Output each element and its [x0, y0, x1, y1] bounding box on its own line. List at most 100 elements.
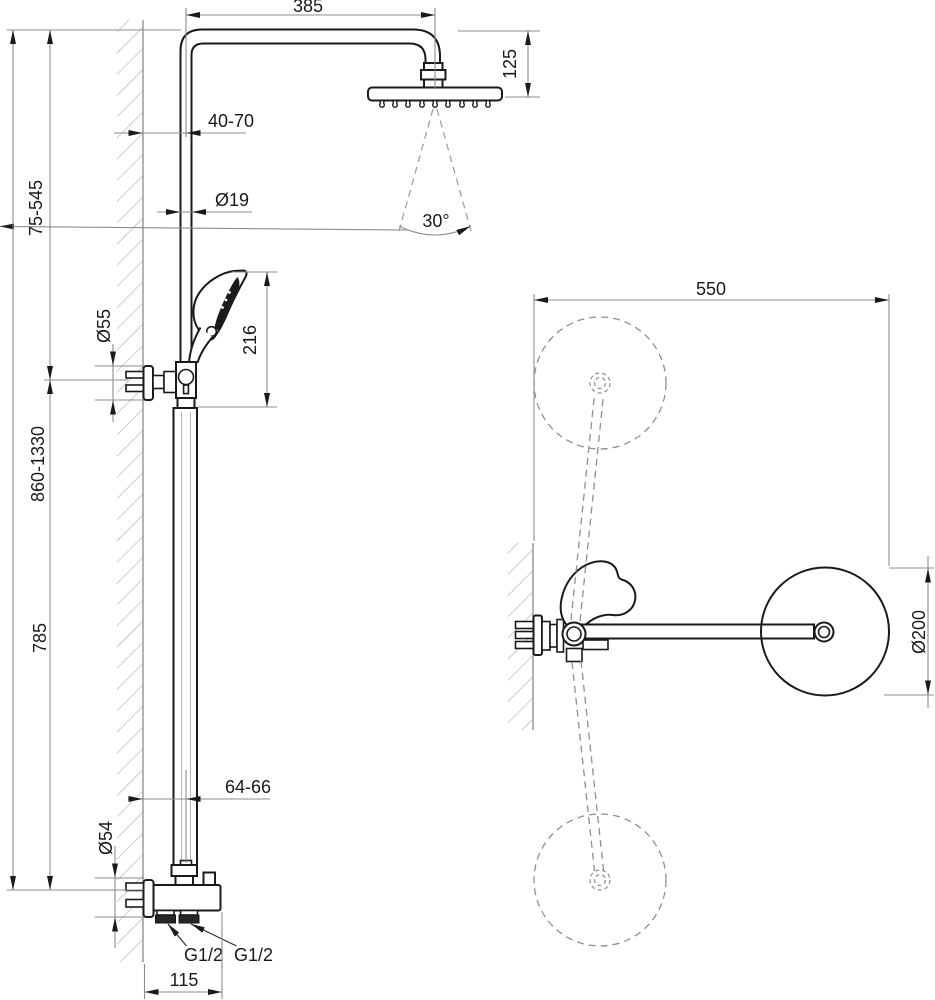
head-position-up-hub-inner: [593, 376, 607, 390]
head-position-up-hub-outer: [589, 372, 611, 394]
swivel-arm-dashed: [570, 393, 605, 872]
spray-face-dot: [224, 298, 228, 302]
dim-label-riser-upper: 75-545: [26, 180, 46, 236]
head-top-view: [760, 566, 890, 697]
dim-label-riser-lower: 785: [30, 623, 50, 653]
dim-label-pipe-diameter: Ø19: [215, 190, 249, 210]
dim-arm-length: 385: [185, 0, 436, 137]
leader-outlet-right: [190, 923, 237, 947]
dim-label-total-height: 860-1330: [28, 426, 48, 502]
arm-pivot-inner: [566, 626, 582, 642]
dim-riser-lower: 785: [30, 380, 53, 890]
head-disc: [760, 566, 890, 697]
head-plate: [367, 86, 503, 102]
dim-pipe-diameter: Ø19: [157, 190, 252, 215]
bracket-knob-slot: [182, 384, 190, 395]
dim-label-swivel-reach: 550: [696, 279, 726, 299]
arm-down-edge-left: [571, 661, 596, 872]
holder-collar: [163, 370, 177, 394]
dim-label-outlet-right: G1/2: [234, 945, 273, 965]
mixer-flange-top-view: [532, 614, 543, 656]
spray-cone: 30°: [0, 108, 472, 236]
spray-arc-arrow-left: [0, 223, 408, 231]
wall-front: [117, 20, 144, 962]
dim-riser-upper: 75-545: [26, 30, 53, 380]
spray-arc-arrow-right: [456, 225, 471, 236]
bracket-knob: [177, 368, 195, 386]
outlet-right-neck: [179, 909, 199, 916]
dim-total-height: 860-1330: [10, 30, 48, 890]
dim-label-mixer-width: 115: [170, 970, 199, 990]
mixer-pin-3: [514, 640, 535, 650]
holder-pin-top: [125, 370, 145, 379]
arm-support-plate: [582, 639, 609, 651]
mixer-collar-1: [541, 620, 551, 651]
outlet-left-cap: [155, 914, 176, 924]
mixer-collar-2: [549, 623, 558, 648]
dim-mixer-flange: Ø54: [95, 821, 144, 948]
leader-outlet-left: [167, 923, 187, 947]
arm-up-edge-left: [570, 393, 596, 621]
dim-label-holder-flange: Ø55: [94, 309, 114, 343]
dim-label-head-drop: 125: [500, 49, 520, 79]
handshower-handle-right-edge: [196, 336, 214, 364]
mixer-lever-handle: [559, 560, 637, 632]
arm-outer-edge: [179, 28, 441, 362]
holder-shaft: [152, 374, 165, 390]
head-connector-ring-top: [423, 62, 444, 71]
wall-hatch-front: [117, 20, 143, 962]
dim-mixer-width: 115: [143, 912, 223, 999]
arm-up-edge-right: [579, 394, 605, 622]
dim-handshower-length: 216: [198, 271, 277, 408]
dim-swivel-reach: 550: [533, 279, 890, 566]
mixer-valve: [125, 859, 222, 924]
dim-label-spray-angle: 30°: [422, 211, 449, 231]
dim-wall-offset-top: 40-70: [114, 111, 254, 136]
hand-shower: [188, 269, 248, 364]
head-position-down-hub-inner: [593, 873, 607, 887]
spray-face-dot: [221, 306, 224, 309]
head-position-down-hub-outer: [589, 869, 611, 891]
handshower-spray-face: [214, 277, 240, 330]
diverter-knob: [202, 871, 216, 887]
top-view: 550 Ø200: [508, 279, 934, 947]
shower-arm: [179, 28, 441, 362]
head-hub-inner: [817, 625, 831, 639]
head-nozzles: [379, 99, 491, 108]
head-connector-ring-mid: [420, 69, 447, 81]
slider-bracket: [125, 361, 197, 401]
mixer-pin-2: [514, 630, 535, 640]
arm-inner-edge: [190, 42, 427, 362]
mixer-pin-bottom: [125, 898, 145, 908]
spray-line-right: [436, 108, 472, 232]
dim-label-wall-offset-bottom: 64-66: [225, 777, 271, 797]
dim-label-handshower-length: 216: [240, 325, 260, 355]
pivot-base-block: [565, 647, 583, 663]
dim-label-arm-length: 385: [293, 0, 323, 16]
outlet-right-cap: [178, 914, 200, 924]
head-position-down: [533, 813, 667, 947]
spray-line-left: [398, 108, 434, 232]
dim-head-drop: 125: [458, 30, 540, 98]
handshower-handle-fill: [189, 327, 213, 363]
dim-holder-flange: Ø55: [94, 309, 144, 422]
dim-label-wall-offset-top: 40-70: [208, 111, 254, 131]
front-view: 30°: [0, 0, 540, 999]
mixer-wall-flange: [142, 879, 155, 918]
holder-wall-flange: [142, 365, 154, 401]
dim-wall-offset-bottom: 64-66: [128, 770, 271, 863]
handshower-handle-left-edge: [188, 326, 202, 363]
swivel-arm-top-view: [577, 623, 815, 640]
mixer-top-view: [514, 560, 815, 663]
head-connector-ring-bottom: [423, 78, 444, 89]
outlet-thread-callouts: G1/2 G1/2: [167, 923, 273, 965]
dim-label-outlet-left: G1/2: [184, 945, 223, 965]
holder-pin-bottom: [125, 384, 145, 393]
mixer-pin-1: [514, 620, 535, 630]
riser-column: [172, 397, 198, 866]
tube-top-collar: [176, 397, 196, 409]
arm-down-edge-right: [580, 660, 605, 871]
lower-tube: [172, 407, 198, 866]
